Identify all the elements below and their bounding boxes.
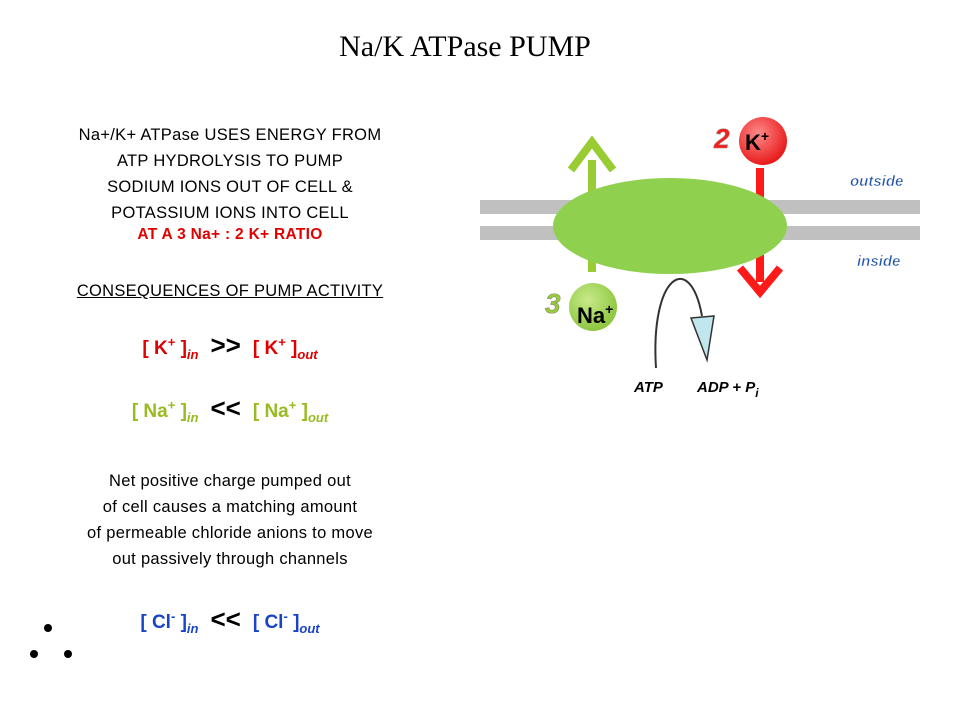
pump-protein — [553, 178, 787, 274]
inside-label: inside — [857, 253, 900, 270]
atp-label: ATP — [633, 379, 664, 396]
sodium-ion — [569, 283, 617, 331]
potassium-ion-label: K+ — [745, 128, 769, 155]
net-line: of cell causes a matching amount — [102, 498, 358, 516]
atp-arrowhead — [689, 315, 715, 363]
intro-line: Na+/K+ ATPase USES ENERGY FROM — [78, 126, 382, 144]
page-title: Na/K ATPase PUMP — [339, 30, 591, 63]
potassium-ion — [739, 117, 787, 165]
net-line: of permeable chloride anions to move — [87, 524, 373, 542]
chloride-equation: [ Cl- ]in << [ Cl- ]out — [20, 604, 440, 636]
intro-line: POTASSIUM IONS INTO CELL — [111, 204, 349, 222]
sodium-count: 3 — [545, 288, 561, 319]
k-out-term: [ K+ ]out — [252, 334, 318, 362]
cl-in-term: [ Cl- ]in — [140, 608, 199, 636]
sodium-ion-label: Na+ — [577, 301, 613, 328]
therefore-dot — [30, 650, 38, 658]
potassium-arrowhead — [736, 265, 784, 299]
intro-paragraph: Na+/K+ ATPase USES ENERGY FROM ATP HYDRO… — [20, 122, 440, 244]
intro-line: ATP HYDROLYSIS TO PUMP — [116, 152, 344, 170]
outside-label: outside — [850, 173, 903, 190]
cl-out-term: [ Cl- ]out — [252, 608, 320, 636]
sodium-arrowhead — [567, 135, 617, 173]
ratio-text: AT A 3 Na+ : 2 K+ RATIO — [137, 226, 323, 243]
potassium-equation: [ K+ ]in >> [ K+ ]out — [20, 330, 440, 362]
adp-label: ADP + Pi — [696, 379, 759, 400]
therefore-dot — [44, 624, 52, 632]
potassium-count: 2 — [713, 123, 730, 154]
net-line: Net positive charge pumped out — [109, 472, 351, 490]
much-greater-operator: >> — [210, 330, 241, 360]
therefore-dot — [64, 650, 72, 658]
net-charge-paragraph: Net positive charge pumped out of cell c… — [20, 468, 440, 572]
much-less-operator: << — [210, 604, 241, 634]
na-out-term: [ Na+ ]out — [252, 397, 329, 425]
atp-hydrolysis-arrow — [654, 278, 703, 369]
sodium-equation: [ Na+ ]in << [ Na+ ]out — [20, 393, 440, 425]
na-in-term: [ Na+ ]in — [131, 397, 199, 425]
net-line: out passively through channels — [112, 550, 348, 568]
k-in-term: [ K+ ]in — [142, 334, 199, 362]
intro-line: SODIUM IONS OUT OF CELL & — [107, 178, 353, 196]
consequences-heading: CONSEQUENCES OF PUMP ACTIVITY — [76, 282, 384, 300]
much-less-operator: << — [210, 393, 241, 423]
